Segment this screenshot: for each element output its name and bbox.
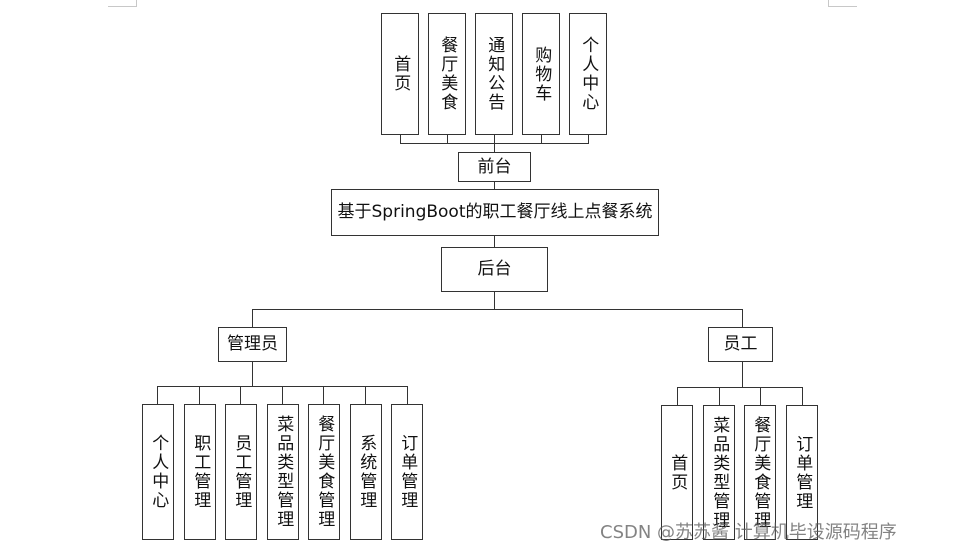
connector — [760, 387, 761, 405]
connector — [252, 309, 253, 327]
connector — [400, 143, 589, 144]
frontend-node-home: 首页 — [381, 13, 419, 135]
connector — [157, 386, 158, 404]
frontend-node-personal-center: 个人中心 — [569, 13, 607, 135]
page-corner-mark-left — [108, 0, 137, 7]
connector — [742, 362, 743, 387]
admin-node-system-management: 系统管理 — [350, 404, 382, 540]
watermark: CSDN @苏苏酱 计算机毕设源码程序 — [600, 522, 897, 543]
connector — [252, 362, 253, 386]
connector — [802, 387, 803, 405]
admin-node-worker-management: 职工管理 — [184, 404, 216, 540]
connector — [742, 309, 743, 327]
backend-node: 后台 — [441, 247, 548, 292]
connector — [240, 386, 241, 404]
connector — [323, 386, 324, 404]
staff-node-restaurant-food-management: 餐厅美食管理 — [744, 405, 776, 540]
connector — [282, 386, 283, 404]
connector — [365, 386, 366, 404]
connector — [199, 386, 200, 404]
connector — [541, 135, 542, 143]
connector — [447, 135, 448, 143]
page-corner-mark-right — [828, 0, 857, 7]
staff-node: 员工 — [708, 327, 773, 362]
connector — [400, 135, 401, 143]
frontend-node: 前台 — [458, 152, 531, 182]
connector — [677, 387, 803, 388]
admin-node: 管理员 — [218, 327, 287, 362]
connector — [407, 386, 408, 404]
admin-node-restaurant-food-management: 餐厅美食管理 — [308, 404, 340, 540]
connector — [494, 292, 495, 309]
frontend-node-restaurant-food: 餐厅美食 — [428, 13, 466, 135]
admin-node-personal-center: 个人中心 — [142, 404, 174, 540]
system-title-node: 基于SpringBoot的职工餐厅线上点餐系统 — [331, 189, 659, 236]
connector — [719, 387, 720, 405]
admin-node-order-management: 订单管理 — [391, 404, 423, 540]
staff-node-dish-type-management: 菜品类型管理 — [703, 405, 735, 540]
admin-node-dish-type-management: 菜品类型管理 — [267, 404, 299, 540]
connector — [494, 182, 495, 189]
connector — [252, 309, 743, 310]
staff-node-home: 首页 — [661, 405, 693, 540]
staff-node-order-management: 订单管理 — [786, 405, 818, 540]
connector — [588, 135, 589, 143]
frontend-node-notice: 通知公告 — [475, 13, 513, 135]
connector — [677, 387, 678, 405]
connector — [494, 236, 495, 247]
frontend-node-cart: 购物车 — [522, 13, 560, 135]
admin-node-employee-management: 员工管理 — [225, 404, 257, 540]
